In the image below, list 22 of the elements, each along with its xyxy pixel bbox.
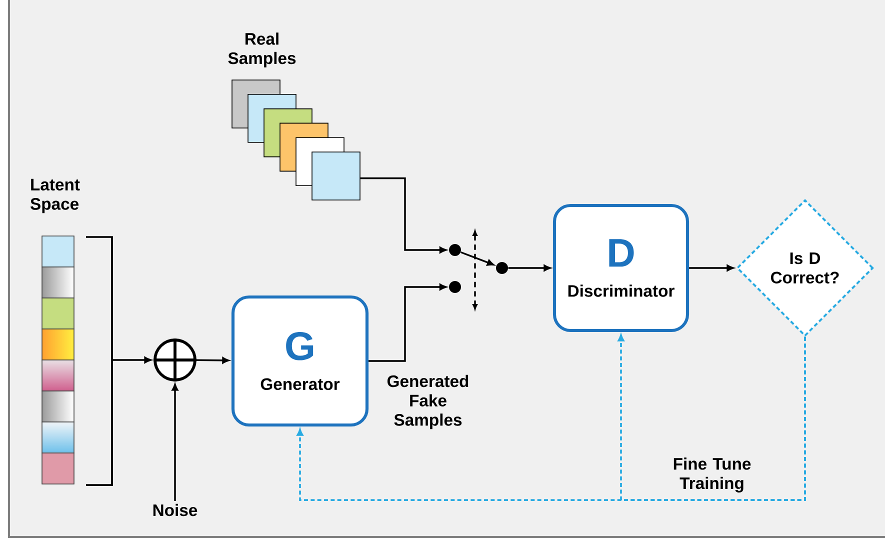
process-box: G Generator [231, 295, 369, 427]
edge-label: Fine Tune Training [660, 456, 764, 494]
arrow [368, 284, 446, 362]
summing-junction [152, 337, 198, 383]
arrow [460, 251, 494, 266]
switch-contact [449, 244, 461, 256]
arrow [360, 177, 446, 254]
arrow [508, 264, 551, 272]
latent-vector: Latent Space [30, 178, 113, 486]
feedback-arrow [296, 337, 806, 501]
switch-contact [496, 262, 508, 274]
input-label: Noise [153, 504, 198, 516]
node-label: Latent Space [30, 178, 80, 214]
process-box: D Discriminator [552, 204, 690, 332]
arrow [172, 384, 178, 501]
arrow [112, 356, 152, 364]
switch-contact [449, 281, 461, 293]
arrow [689, 264, 734, 272]
node-caption: Generated Fake Samples [387, 374, 468, 430]
node-label: Real Samples [228, 32, 296, 68]
sample-stack: Real Samples [228, 32, 360, 200]
arrow [196, 357, 230, 364]
